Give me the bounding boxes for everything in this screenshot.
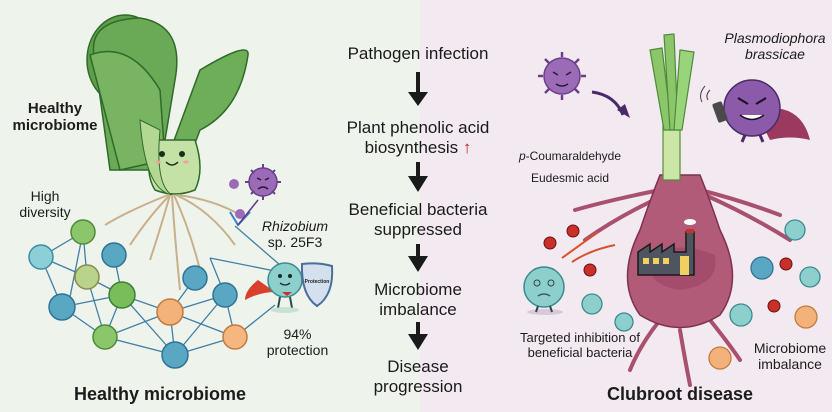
compound-name: -Coumaraldehyde <box>525 149 622 163</box>
healthy-microbiome-heading: Healthy microbiome <box>10 100 100 135</box>
compound-eudesmic-acid-label: Eudesmic acid <box>530 171 610 185</box>
down-arrow-icon <box>408 72 428 106</box>
flow-step-microbiome-imbalance: Microbiome imbalance <box>338 280 498 319</box>
microbe-green-icon <box>70 219 96 245</box>
healthy-footer-title: Healthy microbiome <box>73 384 247 404</box>
flow-step-line: imbalance <box>379 299 457 319</box>
label-line: diversity <box>19 204 71 221</box>
flow-arrows <box>408 72 428 350</box>
inhibited-bacterium-icon <box>523 266 565 315</box>
flow-step-bacteria-suppressed: Beneficial bacteria suppressed <box>328 200 508 239</box>
microbe-orange-icon <box>794 305 818 329</box>
flow-step-pathogen-infection: Pathogen infection <box>347 44 489 63</box>
microbe-blue-icon <box>28 244 54 270</box>
pathogen-genus: Plasmodiophora <box>724 30 826 46</box>
down-arrow-icon <box>408 322 428 350</box>
microbe-blue-icon <box>212 282 238 308</box>
microbe-blue-icon <box>729 303 753 327</box>
flow-step-phenolic-acid: Plant phenolic acid biosynthesis ↑ <box>328 118 508 157</box>
plant-eye-right-icon <box>179 151 185 157</box>
protection-shield-icon <box>300 262 334 308</box>
down-arrow-icon <box>408 162 428 192</box>
targeted-inhibition-label: Targeted inhibition of beneficial bacter… <box>505 330 655 361</box>
microbe-green-icon <box>108 281 136 309</box>
microbe-orange-icon <box>708 346 732 370</box>
microbe-network-nodes <box>28 219 248 369</box>
pathogen-species: brassicae <box>745 46 805 63</box>
factory-icon <box>637 219 696 276</box>
microbe-blue-icon <box>614 312 634 332</box>
rhizobium-label: Rhizobium sp. 25F3 <box>255 218 335 250</box>
leek-stalk <box>649 33 695 181</box>
microbe-blue-icon <box>784 219 806 241</box>
microbe-green-icon <box>74 264 100 290</box>
microbe-blue-icon <box>750 256 774 280</box>
flow-step-line: suppressed <box>374 219 462 239</box>
microbe-blue-icon <box>581 293 603 315</box>
flow-step-line: Beneficial bacteria <box>348 200 488 219</box>
protection-value: 94% <box>283 326 312 342</box>
plant-eye-left-icon <box>159 151 165 157</box>
healthy-roots <box>104 194 241 291</box>
flow-step-disease-progression: Disease progression <box>338 357 498 396</box>
microbe-blue-icon <box>182 265 208 291</box>
infection-arrow-icon <box>591 90 625 116</box>
pathogen-name-label: Plasmodiophora brassicae <box>720 30 830 62</box>
inhibition-arrows <box>561 231 616 263</box>
protection-text: protection <box>266 342 329 359</box>
protection-rate-label: 94% protection <box>255 326 340 358</box>
microbe-orange-icon <box>156 298 184 326</box>
label-line: Microbiome <box>753 340 827 356</box>
label-line: Targeted inhibition of <box>520 330 640 345</box>
compound-prefix: p <box>518 149 526 163</box>
microbe-blue-icon <box>161 341 189 369</box>
flow-step-line: biosynthesis <box>364 137 459 157</box>
heading-line: microbiome <box>12 117 98 135</box>
microbe-blue-icon <box>48 293 76 321</box>
compound-coumaraldehyde-label: p-Coumaraldehyde <box>505 149 635 164</box>
toxin-bomb-icons <box>543 224 793 313</box>
bok-choy-plant <box>86 14 249 196</box>
flow-step-line: Plant phenolic acid <box>346 118 490 137</box>
label-line: beneficial bacteria <box>527 344 633 360</box>
down-arrow-icon <box>408 244 428 272</box>
pathogen-virus-icon <box>538 52 586 100</box>
rhizobium-strain: sp. 25F3 <box>267 234 323 251</box>
high-diversity-label: High diversity <box>10 188 80 220</box>
microbiome-imbalance-label: Microbiome imbalance <box>745 340 832 372</box>
pathogen-spore-icon <box>229 179 239 189</box>
microbe-blue-icon <box>101 242 127 268</box>
flow-step-line: Microbiome <box>374 280 462 299</box>
plasmodiophora-character-icon <box>700 79 810 143</box>
label-line: imbalance <box>758 356 822 373</box>
increase-arrow-icon: ↑ <box>462 137 472 157</box>
remote-control-icon <box>712 101 728 123</box>
pathogen-virus-icon <box>245 164 281 200</box>
microbe-blue-icon <box>799 266 821 288</box>
rhizobium-genus: Rhizobium <box>261 218 329 234</box>
pathogen-spore-icon <box>235 209 245 219</box>
heading-line: Healthy <box>27 100 83 117</box>
imbalanced-microbes <box>581 219 821 370</box>
shield-label: Protection <box>304 279 330 285</box>
flow-step-line: progression <box>373 376 463 396</box>
microbe-orange-icon <box>222 324 248 350</box>
clubroot-footer-title: Clubroot disease <box>606 384 754 404</box>
label-line: High <box>30 188 60 204</box>
disease-panel-background <box>420 0 832 412</box>
microbe-green-icon <box>92 324 118 350</box>
flow-step-line: Disease <box>387 357 449 376</box>
